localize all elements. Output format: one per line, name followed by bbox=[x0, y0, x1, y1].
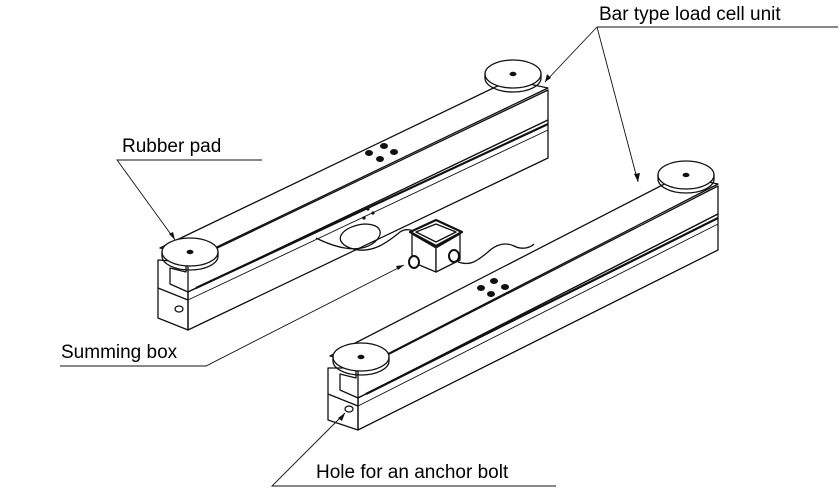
arrowhead bbox=[545, 74, 551, 82]
leader-anchor-hole bbox=[270, 412, 556, 487]
bar-left-channel-lip bbox=[157, 287, 189, 301]
load-cell-bar-right bbox=[327, 160, 719, 431]
bar-left-channel-end bbox=[157, 259, 189, 331]
cable-gland-left bbox=[408, 255, 420, 269]
rubber-pad-left-front bbox=[161, 237, 219, 271]
bar-left-small-holes bbox=[362, 207, 375, 220]
bar-right-channel-end bbox=[327, 367, 359, 431]
label-bar-type-load-cell-unit: Bar type load cell unit bbox=[599, 4, 781, 25]
leader-bar-unit-left bbox=[544, 26, 598, 83]
cable-right bbox=[457, 243, 535, 265]
summing-box-lid-inner bbox=[415, 223, 457, 243]
bar-right-channel-lip bbox=[327, 393, 359, 407]
leader-bar-unit-right bbox=[596, 26, 639, 183]
bar-left-groove bbox=[195, 123, 549, 289]
bar-left-side-face bbox=[187, 89, 549, 293]
label-summing-box: Summing box bbox=[61, 342, 178, 363]
summing-box bbox=[408, 218, 464, 273]
leader-rubber-pad bbox=[116, 159, 262, 241]
arrowhead bbox=[396, 265, 404, 270]
rubber-pad-right-front bbox=[332, 342, 390, 376]
bar-right-bolt-holes bbox=[477, 278, 509, 297]
arrowhead bbox=[169, 232, 175, 240]
label-rubber-pad: Rubber pad bbox=[122, 136, 222, 157]
load-cell-bar-left bbox=[157, 59, 549, 331]
bar-right-groove bbox=[365, 217, 719, 395]
leader-summing-box bbox=[60, 264, 405, 367]
rubber-pad-right-back bbox=[657, 160, 715, 194]
bar-left-edge bbox=[187, 129, 549, 301]
bar-left-anchor-hole bbox=[174, 305, 184, 313]
bar-right-edge bbox=[357, 223, 719, 407]
arrowhead bbox=[634, 173, 640, 182]
bar-right-anchor-hole bbox=[344, 405, 354, 413]
leader-lines bbox=[60, 26, 838, 487]
cables bbox=[315, 223, 535, 265]
cable-left bbox=[315, 223, 415, 251]
cable-gland-right bbox=[448, 249, 460, 263]
bar-left-bolt-holes bbox=[365, 143, 398, 162]
arrowhead bbox=[338, 413, 345, 421]
rubber-pad-left-back bbox=[484, 59, 542, 93]
label-anchor-bolt-hole: Hole for an anchor bolt bbox=[316, 462, 509, 483]
